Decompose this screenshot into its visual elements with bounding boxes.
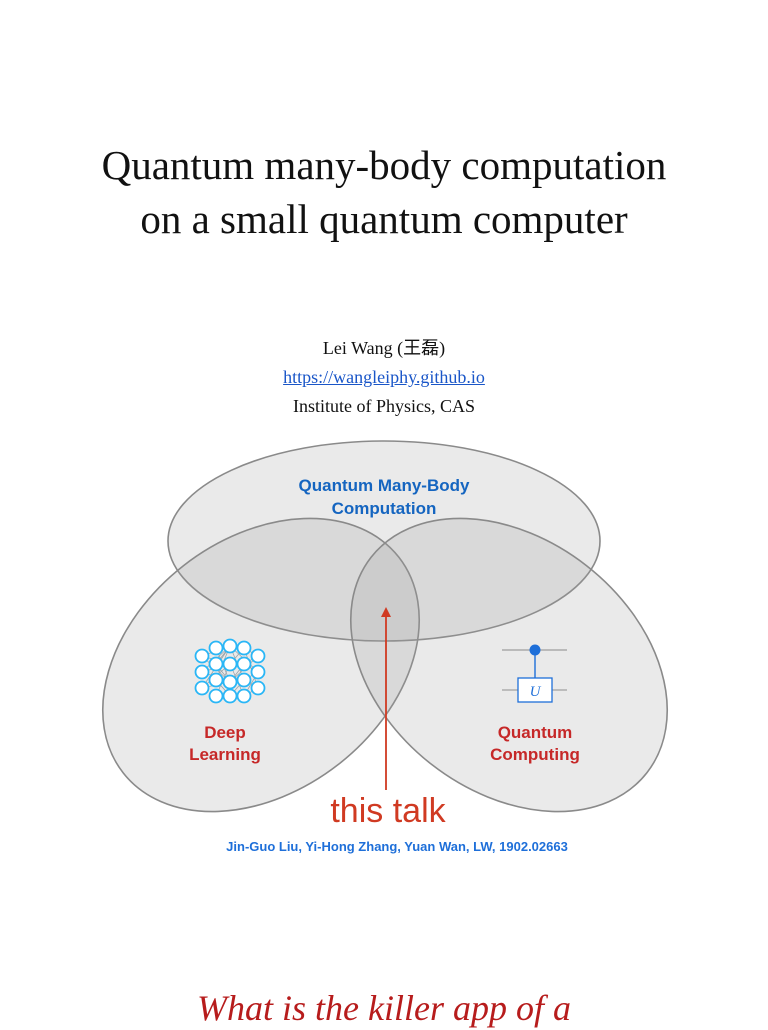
quantum-circuit-icon: U — [502, 644, 567, 703]
venn-diagram: Quantum Many-Body Computation — [101, 440, 669, 854]
ellipse-quantum-computing — [349, 517, 669, 813]
label-learning: Learning — [189, 745, 261, 764]
title-line-2: on a small quantum computer — [140, 196, 628, 242]
author-name: Lei Wang (王磊) — [322, 338, 446, 358]
label-computation: Computation — [332, 499, 437, 518]
title-line-1: Quantum many-body computation — [101, 142, 667, 188]
this-talk-label: this talk — [330, 792, 446, 830]
author-block: Lei Wang (王磊) https://wangleiphy.github.… — [0, 334, 768, 421]
neural-network-icon — [194, 638, 266, 704]
author-affiliation: Institute of Physics, CAS — [292, 396, 475, 416]
author-homepage-link[interactable]: https://wangleiphy.github.io — [283, 367, 485, 387]
label-quantum: Quantum — [498, 723, 573, 742]
ellipse-deep-learning — [101, 517, 421, 813]
killer-app-question: What is the killer app of a — [197, 988, 571, 1028]
label-quantum-many-body: Quantum Many-Body — [299, 476, 470, 495]
label-deep: Deep — [204, 723, 246, 742]
ellipse-quantum-many-body — [167, 440, 601, 642]
reference-citation: Jin-Guo Liu, Yi-Hong Zhang, Yuan Wan, LW… — [226, 839, 568, 854]
slide-title: Quantum many-body computation on a small… — [0, 138, 768, 246]
label-computing: Computing — [490, 745, 580, 764]
gate-u-label: U — [530, 684, 542, 700]
